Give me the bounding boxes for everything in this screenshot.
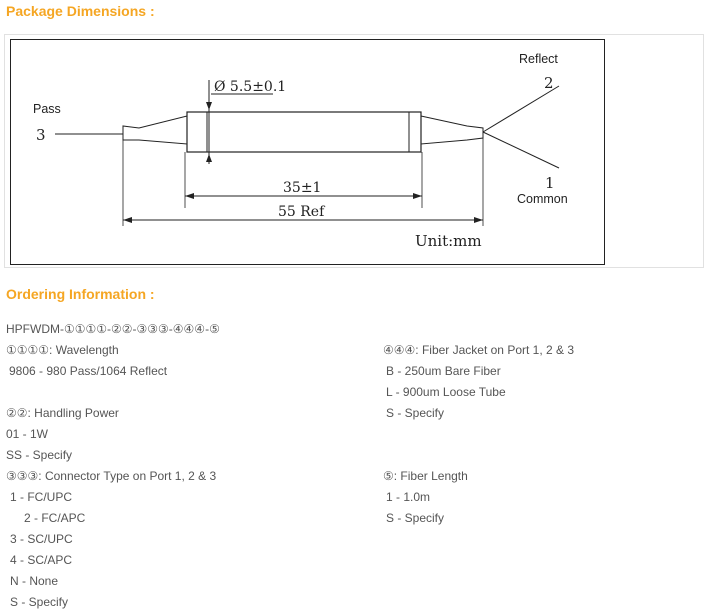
- package-dimensions-title: Package Dimensions :: [6, 3, 155, 19]
- reflect-label: Reflect: [519, 52, 558, 66]
- wavelength-heading: ①①①①: Wavelength: [6, 343, 119, 357]
- unit-label: Unit:mm: [415, 232, 482, 250]
- list-item: B - 250um Bare Fiber: [386, 364, 501, 378]
- list-item: L - 900um Loose Tube: [386, 385, 506, 399]
- list-item: 3 - SC/UPC: [10, 532, 73, 546]
- list-item: 4 - SC/APC: [10, 553, 73, 567]
- list-item: S - Specify: [386, 406, 445, 420]
- body-length-label: 35±1: [283, 180, 321, 196]
- fiber-length-heading: ⑤: Fiber Length: [383, 469, 468, 483]
- list-item: 2 - FC/APC: [24, 511, 86, 525]
- list-item: 1 - FC/UPC: [10, 490, 73, 504]
- reflect-fiber: [482, 85, 560, 133]
- list-item: 1 - 1.0m: [386, 490, 431, 504]
- reflect-port-number: 2: [544, 74, 554, 92]
- drawing-panel: [4, 34, 704, 268]
- list-item: SS - Specify: [6, 448, 73, 462]
- common-label: Common: [517, 192, 568, 206]
- part-number: HPFWDM-①①①①-②②-③③③-④④④-⑤: [6, 322, 220, 336]
- list-item: S - Specify: [386, 511, 445, 525]
- connector-type-heading: ③③③: Connector Type on Port 1, 2 & 3: [6, 469, 217, 483]
- common-fiber: [482, 131, 560, 169]
- diameter-label: Ø 5.5±0.1: [214, 79, 286, 95]
- handling-power-heading: ②②: Handling Power: [6, 406, 119, 420]
- common-port-number: 1: [545, 174, 555, 192]
- list-item: 01 - 1W: [6, 427, 49, 441]
- list-item: S - Specify: [10, 595, 69, 609]
- device-body: [186, 111, 422, 153]
- list-item: N - None: [10, 574, 59, 588]
- package-drawing: Ø 5.5±0.1 35±1 55 Ref Unit:mm Pass 3 Ref…: [10, 39, 605, 265]
- pass-port-number: 3: [36, 126, 46, 144]
- total-length-label: 55 Ref: [278, 204, 326, 220]
- left-boot: [122, 115, 188, 145]
- list-item: 9806 - 980 Pass/1064 Reflect: [9, 364, 168, 378]
- right-boot: [420, 115, 484, 145]
- ordering-information-title: Ordering Information :: [6, 286, 155, 302]
- pass-label: Pass: [33, 102, 61, 116]
- fiber-jacket-heading: ④④④: Fiber Jacket on Port 1, 2 & 3: [383, 343, 575, 357]
